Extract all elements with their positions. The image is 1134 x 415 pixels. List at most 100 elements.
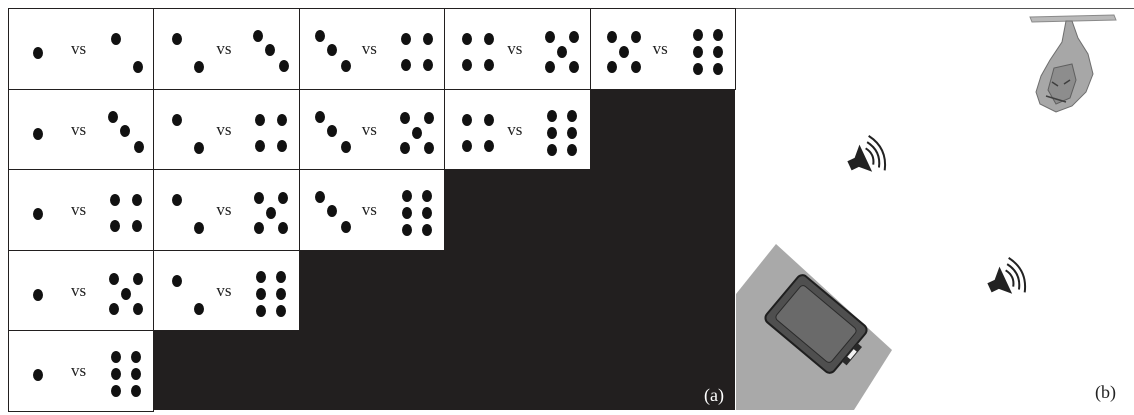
left-dot — [484, 33, 495, 45]
vs-label: vs — [71, 361, 87, 381]
right-dot — [253, 30, 264, 42]
vs-label: vs — [361, 119, 377, 139]
right-dot — [421, 224, 432, 237]
right-dot — [108, 110, 118, 123]
left-dot — [340, 221, 351, 234]
left-dot — [606, 61, 617, 73]
right-dot — [121, 287, 131, 300]
right-dot — [547, 126, 558, 139]
right-dot — [400, 59, 411, 71]
right-dot — [422, 33, 433, 45]
right-dot — [133, 302, 143, 315]
right-dot — [255, 113, 266, 126]
right-dot — [131, 351, 141, 364]
right-dot — [133, 61, 143, 73]
left-dot — [194, 61, 205, 73]
right-dot — [712, 63, 723, 75]
left-dot — [33, 127, 43, 140]
left-dot — [326, 205, 337, 218]
top-border — [736, 8, 1134, 9]
left-dot — [172, 33, 183, 45]
right-dot — [545, 31, 556, 43]
right-dot — [277, 139, 288, 152]
comparison-cell: vs — [298, 8, 446, 90]
comparison-cell: vs — [153, 169, 300, 251]
comparison-cell: vs — [8, 330, 155, 412]
left-dot — [172, 274, 183, 287]
right-dot — [110, 194, 120, 207]
right-dot — [256, 270, 267, 283]
left-dot — [630, 31, 641, 43]
right-dot — [278, 192, 289, 205]
right-dot — [547, 143, 558, 156]
right-dot — [567, 126, 578, 139]
left-dot — [462, 113, 473, 126]
right-dot — [278, 222, 289, 235]
vs-label: vs — [71, 200, 87, 220]
vs-label: vs — [507, 39, 523, 58]
right-dot — [279, 60, 290, 72]
vs-label: vs — [71, 119, 87, 139]
right-dot — [422, 59, 433, 71]
left-dot — [462, 33, 473, 45]
vs-label: vs — [361, 200, 377, 220]
left-dot — [172, 194, 183, 207]
left-dot — [340, 140, 351, 153]
bat-icon — [1029, 14, 1117, 113]
right-dot — [111, 385, 121, 398]
right-dot — [421, 207, 432, 220]
right-dot — [567, 109, 578, 122]
speaker-icon — [987, 257, 1027, 294]
vs-label: vs — [71, 280, 87, 300]
right-dot — [276, 287, 287, 300]
right-dot — [111, 351, 121, 364]
left-dot — [33, 208, 43, 221]
comparison-cell: vs — [153, 8, 300, 90]
right-dot — [411, 126, 422, 139]
vs-label: vs — [216, 119, 232, 139]
right-dot — [712, 46, 723, 58]
speaker-icon — [847, 135, 887, 172]
left-dot — [484, 113, 495, 126]
right-dot — [255, 139, 266, 152]
right-dot — [692, 63, 703, 75]
right-dot — [692, 46, 703, 58]
left-dot — [194, 141, 205, 154]
right-dot — [399, 141, 410, 154]
left-dot — [172, 113, 183, 126]
right-dot — [547, 109, 558, 122]
right-dot — [569, 31, 580, 43]
right-dot — [276, 270, 287, 283]
right-dot — [254, 192, 265, 205]
right-dot — [567, 143, 578, 156]
right-dot — [400, 33, 411, 45]
right-dot — [134, 140, 144, 153]
vs-label: vs — [71, 39, 87, 58]
right-dot — [401, 207, 412, 220]
comparison-cell: vs — [444, 88, 591, 171]
panel-b — [736, 8, 1134, 410]
right-dot — [401, 190, 412, 203]
laptop-icon — [736, 244, 892, 410]
right-dot — [712, 29, 723, 41]
left-dot — [630, 61, 641, 73]
left-dot — [340, 60, 351, 72]
left-dot — [314, 191, 325, 204]
right-dot — [277, 113, 288, 126]
right-dot — [423, 111, 434, 124]
setup-illustration — [736, 14, 1117, 410]
right-dot — [131, 368, 141, 381]
right-dot — [131, 385, 141, 398]
left-dot — [314, 30, 325, 42]
right-dot — [256, 287, 267, 300]
right-dot — [120, 124, 130, 137]
left-dot — [484, 59, 495, 71]
right-dot — [132, 220, 142, 233]
right-dot — [276, 304, 287, 317]
right-dot — [133, 272, 143, 285]
comparison-cell: vs — [444, 8, 591, 90]
right-dot — [569, 61, 580, 73]
vs-label: vs — [507, 119, 523, 139]
right-dot — [423, 141, 434, 154]
